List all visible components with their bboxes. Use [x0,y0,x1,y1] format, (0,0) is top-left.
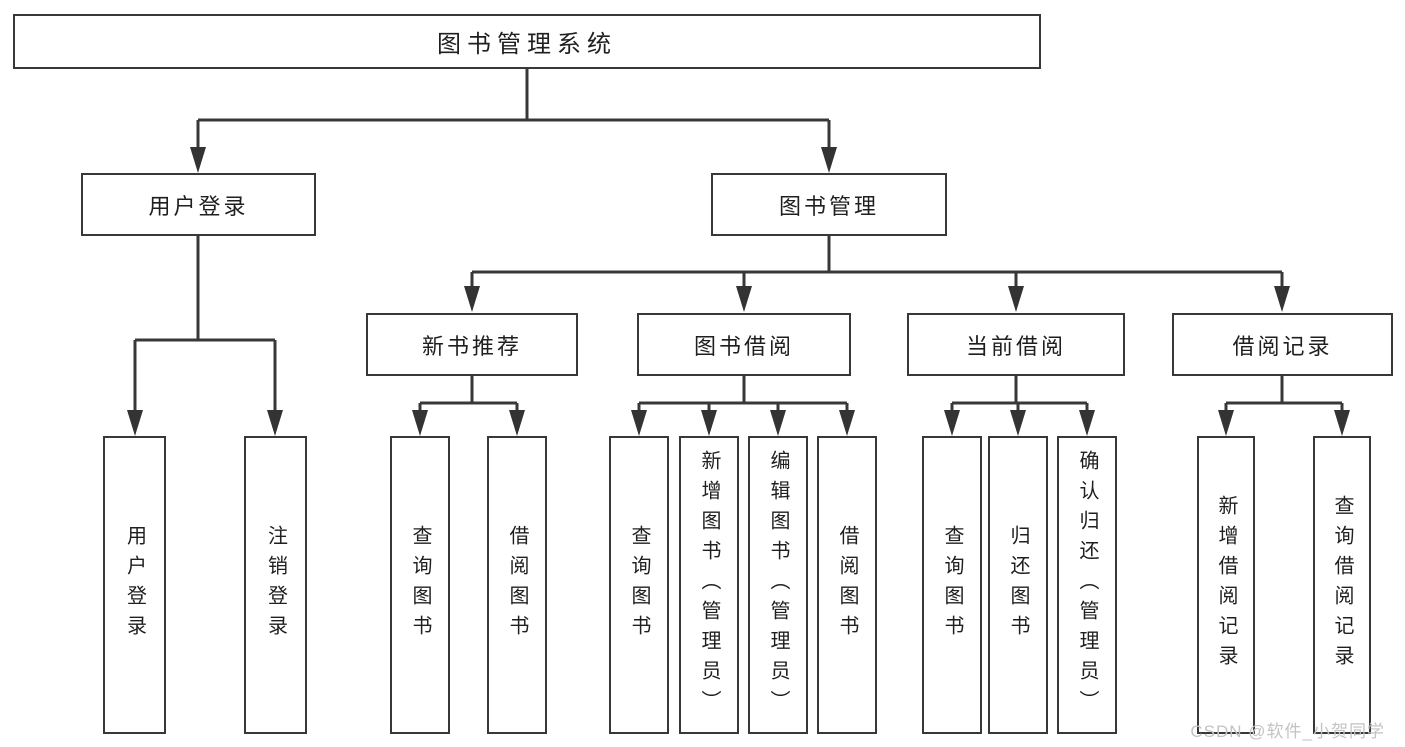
leaf-query-borrow-record: 查询借阅记录 [1313,436,1371,734]
node-library-system-label: 图书管理系统 [437,31,617,58]
leaf-query-books-current-label: 查询图书 [941,525,963,645]
connector-new-book-children [418,376,519,412]
node-current-borrowing: 当前借阅 [907,313,1125,376]
node-new-book-recommendation: 新书推荐 [366,313,578,376]
node-user-login-label: 用户登录 [148,193,249,219]
leaf-query-books-recommend: 查询图书 [390,436,450,734]
node-new-book-recommendation-label: 新书推荐 [421,333,522,359]
leaf-logout: 注销登录 [244,436,307,734]
leaf-user-login: 用户登录 [103,436,166,734]
node-current-borrowing-label: 当前借阅 [965,333,1066,359]
node-book-management: 图书管理 [711,173,947,236]
leaf-return-books-label: 归还图书 [1007,525,1029,645]
leaf-query-books-borrowing: 查询图书 [609,436,669,734]
leaf-add-borrow-record: 新增借阅记录 [1197,436,1255,734]
leaf-query-borrow-record-label: 查询借阅记录 [1331,495,1353,675]
connector-book-management-children [470,236,1284,288]
node-library-system: 图书管理系统 [13,14,1041,69]
leaf-query-books-borrowing-label: 查询图书 [628,525,650,645]
leaf-borrow-books-recommend-label: 借阅图书 [506,525,528,645]
leaf-confirm-return-admin-label: 确认归还（管理员） [1076,450,1098,720]
watermark: CSDN @软件_小贺同学 [1190,722,1385,741]
leaf-borrow-books-borrowing: 借阅图书 [817,436,877,734]
node-book-borrowing-label: 图书借阅 [693,333,794,359]
connector-current-borrowing-children [950,376,1089,412]
node-book-borrowing: 图书借阅 [637,313,851,376]
node-borrowing-records-label: 借阅记录 [1232,333,1333,359]
leaf-logout-label: 注销登录 [264,525,287,645]
node-user-login: 用户登录 [81,173,316,236]
leaf-add-book-admin-label: 新增图书（管理员） [698,450,720,720]
node-borrowing-records: 借阅记录 [1172,313,1393,376]
leaf-add-borrow-record-label: 新增借阅记录 [1215,495,1237,675]
node-book-management-label: 图书管理 [778,193,879,219]
leaf-query-books-recommend-label: 查询图书 [409,525,431,645]
connector-borrowing-records-children [1224,376,1344,412]
leaf-return-books: 归还图书 [988,436,1048,734]
leaf-edit-book-admin-label: 编辑图书（管理员） [767,450,789,720]
leaf-add-book-admin: 新增图书（管理员） [679,436,739,734]
leaf-confirm-return-admin: 确认归还（管理员） [1057,436,1117,734]
connector-user-login-children [133,236,277,412]
leaf-query-books-current: 查询图书 [922,436,982,734]
leaf-edit-book-admin: 编辑图书（管理员） [748,436,808,734]
leaf-user-login-label: 用户登录 [123,525,146,645]
leaf-borrow-books-recommend: 借阅图书 [487,436,547,734]
connector-root-to-level2 [196,69,831,149]
connector-book-borrowing-children [637,376,849,412]
leaf-borrow-books-borrowing-label: 借阅图书 [836,525,858,645]
